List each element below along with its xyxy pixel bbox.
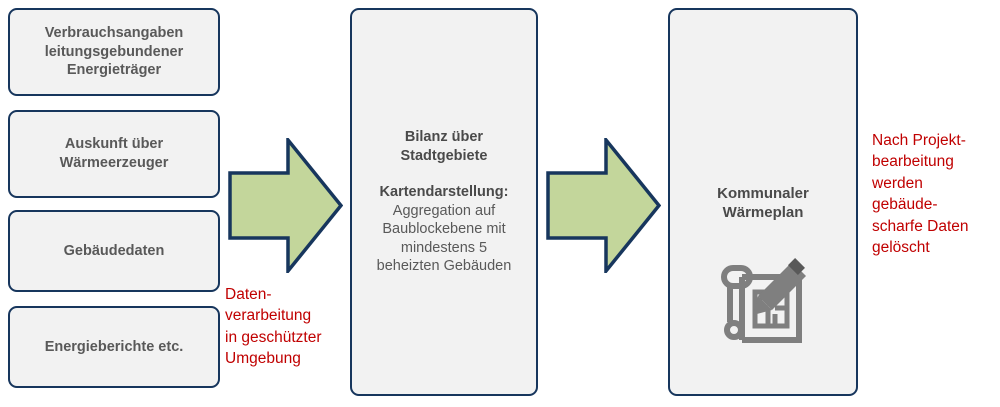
annotation-line: bearbeitung (872, 153, 954, 171)
annotation-line: werden (872, 174, 923, 192)
input-box-auskunft-waermeerzeuger: Auskunft über Wärmeerzeuger (8, 110, 220, 198)
annotation-datenloeschung: Nach Projekt- bearbeitung werden gebäude… (872, 130, 969, 258)
input-box-line: Energieberichte etc. (44, 338, 184, 355)
bilanz-heading: Bilanz über Stadtgebiete (400, 128, 487, 165)
waermeplan-title-line: Kommunaler (717, 185, 809, 202)
right-arrow-icon (228, 135, 344, 276)
input-box-line: Verbrauchsangaben (44, 25, 184, 42)
process-box-bilanz-stadtgebiete: Bilanz über Stadtgebiete Kartendarstellu… (350, 8, 538, 396)
bilanz-body-text: Aggregation auf Baublockebene mit mindes… (377, 202, 512, 276)
input-box-line: Auskunft über (64, 136, 164, 153)
waermeplan-title-line: Wärmeplan (722, 204, 804, 222)
annotation-line: Daten- (225, 286, 272, 303)
bilanz-body-line: Aggregation auf (392, 202, 496, 219)
input-box-energieberichte: Energieberichte etc. (8, 306, 220, 388)
bilanz-heading-line: Bilanz über (404, 129, 484, 146)
arrow-bilanz-to-waermeplan (546, 135, 662, 276)
annotation-line: in geschützter (225, 328, 322, 346)
input-box-line: leitungsgebundener (44, 43, 184, 60)
bilanz-body-line: beheizten Gebäuden (376, 258, 512, 275)
annotation-line: Nach Projekt- (872, 132, 966, 149)
bilanz-heading-line: Stadtgebiete (400, 147, 488, 164)
bilanz-body-line: Baublockebene mit (382, 221, 506, 238)
annotation-line: gebäude- (872, 196, 938, 214)
waermeplan-title: Kommunaler Wärmeplan (717, 184, 809, 222)
input-box-line: Gebäudedaten (63, 242, 165, 259)
annotation-line: gelöscht (872, 238, 930, 256)
input-box-line: Energieträger (66, 62, 162, 79)
right-arrow-icon (546, 135, 662, 276)
bilanz-sub-heading: Kartendarstellung: (379, 184, 509, 201)
input-box-gebaeudedaten: Gebäudedaten (8, 210, 220, 292)
arrow-inputs-to-bilanz (228, 135, 344, 276)
annotation-line: Umgebung (225, 350, 301, 368)
annotation-datenverarbeitung: Daten- verarbeitung in geschützter Umgeb… (225, 284, 322, 370)
annotation-line: scharfe Daten (872, 217, 969, 235)
annotation-line: verarbeitung (225, 307, 312, 325)
blueprint-pencil-icon (721, 258, 806, 344)
bilanz-body-line: mindestens 5 (400, 239, 488, 256)
input-box-verbrauchsangaben: Verbrauchsangaben leitungsgebundener Ene… (8, 8, 220, 96)
output-box-kommunaler-waermeplan: Kommunaler Wärmeplan (668, 8, 858, 396)
input-box-line: Wärmeerzeuger (59, 155, 169, 171)
pencil-glyph (753, 258, 806, 316)
